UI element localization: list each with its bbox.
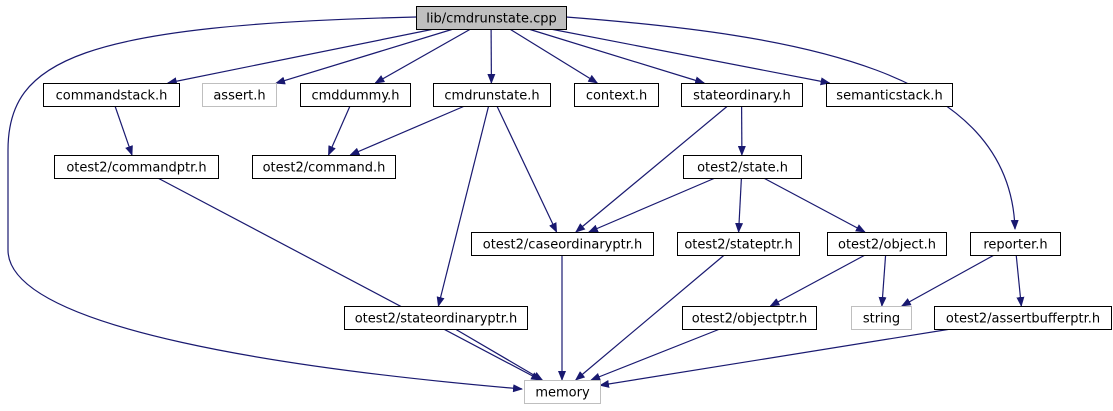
node-box bbox=[574, 83, 659, 107]
node-label: cmdrunstate.h bbox=[444, 89, 539, 104]
edge-object-to-string bbox=[878, 254, 887, 307]
node-commandstack[interactable]: commandstack.h bbox=[43, 83, 180, 107]
node-box bbox=[682, 306, 817, 330]
nodes-layer: lib/cmdrunstate.cpp commandstack.h assert.… bbox=[43, 6, 1112, 404]
node-memory: memory bbox=[524, 380, 601, 404]
edge-assertbufferptr-to-memory bbox=[599, 328, 951, 388]
node-box bbox=[43, 83, 180, 107]
node-stateptr[interactable]: otest2/stateptr.h bbox=[677, 232, 800, 256]
edge-objectptr-to-memory bbox=[590, 328, 721, 381]
edge-cmddummy-to-command bbox=[327, 105, 351, 156]
node-label: context.h bbox=[586, 89, 647, 104]
edge-state-to-object bbox=[763, 177, 866, 233]
edge-state-to-stateptr bbox=[735, 177, 744, 233]
node-box bbox=[54, 155, 219, 179]
edge-root-to-cmddummy bbox=[374, 28, 471, 84]
edge-root-to-memory bbox=[7, 16, 523, 393]
node-box bbox=[524, 380, 601, 404]
edge-stateordinary-to-caseordinaryptr bbox=[575, 105, 728, 233]
node-box bbox=[252, 155, 396, 179]
edge-reporter-to-assertbufferptr bbox=[1015, 254, 1025, 307]
node-label: assert.h bbox=[213, 89, 265, 104]
edge-commandptr-to-memory bbox=[157, 177, 542, 381]
node-box bbox=[681, 83, 803, 107]
node-caseordinaryptr[interactable]: otest2/caseordinaryptr.h bbox=[471, 232, 654, 256]
edge-cmdrunstate-to-caseordinaryptr bbox=[496, 105, 558, 233]
node-assert: assert.h bbox=[202, 83, 277, 107]
node-reporter[interactable]: reporter.h bbox=[970, 232, 1061, 256]
edge-root-to-assert bbox=[275, 28, 454, 85]
node-cmdrunstate[interactable]: cmdrunstate.h bbox=[433, 83, 551, 107]
edge-cmdrunstate-to-stateordinaryptr bbox=[436, 105, 490, 307]
edge-root-to-context bbox=[509, 28, 599, 84]
edges-layer bbox=[7, 16, 1025, 393]
node-box bbox=[202, 83, 277, 107]
edge-object-to-objectptr bbox=[769, 254, 866, 307]
node-label: otest2/command.h bbox=[263, 161, 386, 176]
node-commandptr[interactable]: otest2/commandptr.h bbox=[54, 155, 219, 179]
node-box bbox=[683, 155, 802, 179]
node-label: otest2/state.h bbox=[697, 161, 788, 176]
edge-root-to-semanticstack bbox=[550, 28, 831, 86]
node-box bbox=[433, 83, 551, 107]
node-box bbox=[344, 306, 528, 330]
edge-commandstack-to-commandptr bbox=[114, 105, 133, 156]
node-label: reporter.h bbox=[983, 238, 1047, 253]
node-box bbox=[970, 232, 1061, 256]
node-semanticstack[interactable]: semanticstack.h bbox=[826, 83, 953, 107]
node-stateordinary[interactable]: stateordinary.h bbox=[681, 83, 803, 107]
node-box bbox=[934, 306, 1112, 330]
node-box bbox=[677, 232, 800, 256]
node-label: semanticstack.h bbox=[836, 89, 942, 104]
node-label: otest2/commandptr.h bbox=[66, 161, 206, 176]
edge-stateordinaryptr-to-memory bbox=[454, 328, 544, 381]
node-label: otest2/assertbufferptr.h bbox=[946, 312, 1100, 327]
node-box bbox=[827, 232, 947, 256]
node-cmddummy[interactable]: cmddummy.h bbox=[300, 83, 411, 107]
node-box bbox=[826, 83, 953, 107]
node-label: stateordinary.h bbox=[693, 89, 791, 104]
node-string: string bbox=[851, 306, 912, 330]
node-box bbox=[851, 306, 912, 330]
node-box bbox=[471, 232, 654, 256]
edge-stateptr-to-memory bbox=[574, 254, 725, 381]
edge-root-to-commandstack bbox=[166, 28, 435, 86]
node-state[interactable]: otest2/state.h bbox=[683, 155, 802, 179]
edge-root-to-reporter bbox=[565, 16, 1019, 230]
node-label: otest2/stateordinaryptr.h bbox=[355, 312, 518, 327]
edge-reporter-to-string bbox=[900, 254, 995, 307]
node-label: otest2/stateptr.h bbox=[684, 238, 792, 253]
node-stateordinaryptr[interactable]: otest2/stateordinaryptr.h bbox=[344, 306, 528, 330]
node-box bbox=[300, 83, 411, 107]
node-command[interactable]: otest2/command.h bbox=[252, 155, 396, 179]
node-label: cmddummy.h bbox=[311, 89, 399, 104]
node-box bbox=[416, 6, 567, 30]
node-label: string bbox=[863, 312, 900, 327]
edge-root-to-stateordinary bbox=[528, 28, 706, 85]
node-label: lib/cmdrunstate.cpp bbox=[426, 12, 556, 27]
node-label: memory bbox=[535, 386, 590, 401]
node-root[interactable]: lib/cmdrunstate.cpp bbox=[416, 6, 567, 30]
node-assertbufferptr[interactable]: otest2/assertbufferptr.h bbox=[934, 306, 1112, 330]
node-context[interactable]: context.h bbox=[574, 83, 659, 107]
node-label: otest2/objectptr.h bbox=[692, 312, 808, 327]
node-label: commandstack.h bbox=[56, 89, 168, 104]
node-objectptr[interactable]: otest2/objectptr.h bbox=[682, 306, 817, 330]
node-object[interactable]: otest2/object.h bbox=[827, 232, 947, 256]
node-label: otest2/object.h bbox=[838, 238, 936, 253]
edge-state-to-caseordinaryptr bbox=[587, 177, 716, 233]
node-label: otest2/caseordinaryptr.h bbox=[483, 238, 643, 253]
edge-cmdrunstate-to-command bbox=[349, 105, 465, 156]
